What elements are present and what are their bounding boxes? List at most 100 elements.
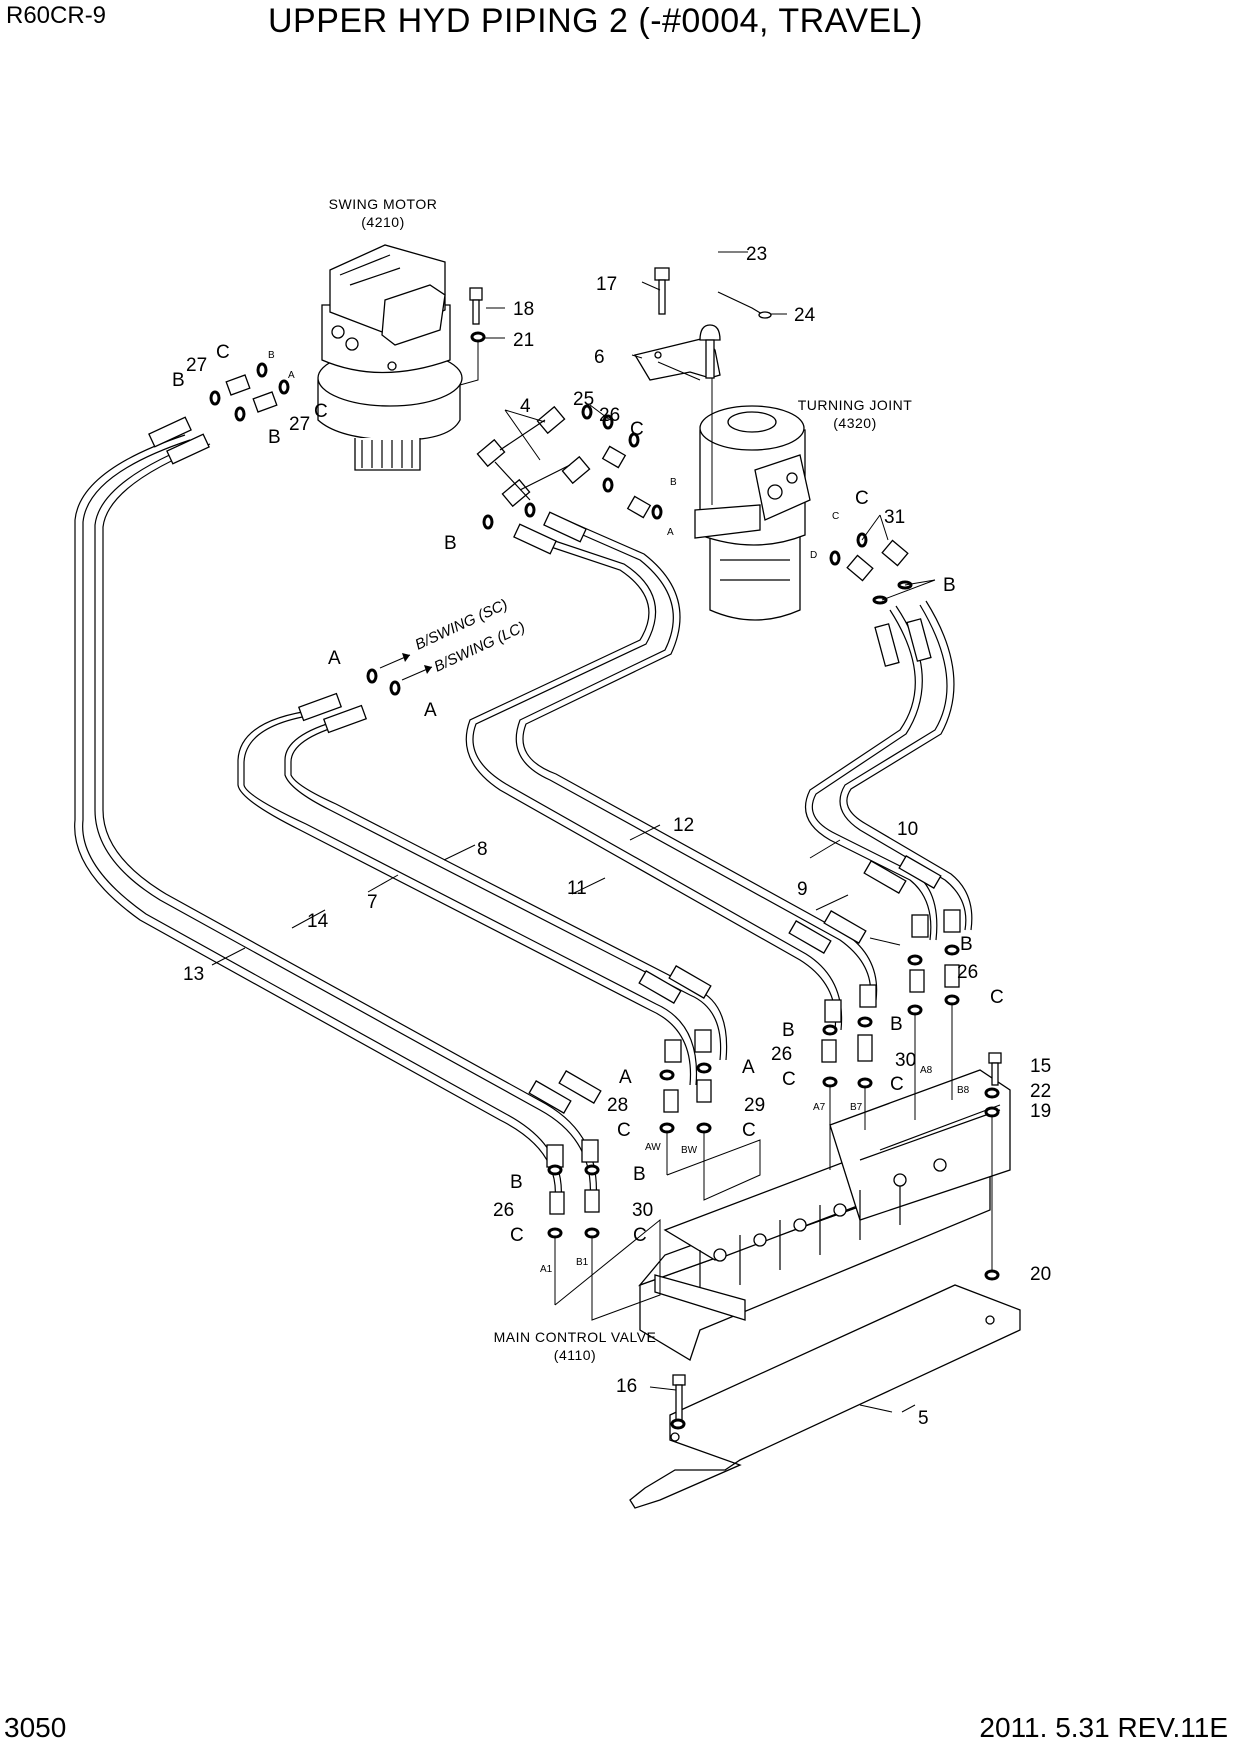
svg-text:B: B bbox=[444, 533, 457, 554]
callout-30-b: 30 bbox=[895, 1050, 916, 1071]
svg-text:B7: B7 bbox=[850, 1102, 863, 1113]
svg-text:B: B bbox=[960, 934, 973, 955]
callout-29: 29 bbox=[744, 1095, 765, 1116]
svg-text:A: A bbox=[328, 648, 341, 669]
callout-11: 11 bbox=[567, 878, 587, 899]
callout-18: 18 bbox=[513, 299, 534, 320]
page-title: UPPER HYD PIPING 2 (-#0004, TRAVEL) bbox=[268, 2, 923, 40]
swing-motor-code: (4210) bbox=[361, 214, 404, 230]
page-number: 3050 bbox=[4, 1712, 67, 1743]
turning-joint-label: TURNING JOINT bbox=[798, 397, 913, 413]
hose-sleeves bbox=[148, 416, 961, 1168]
svg-text:B: B bbox=[943, 575, 956, 596]
svg-text:B1: B1 bbox=[576, 1257, 589, 1268]
port-leads bbox=[459, 341, 993, 1321]
callout-26-top: 26 bbox=[599, 405, 620, 426]
hose-11-12[interactable] bbox=[465, 518, 878, 1031]
callout-8: 8 bbox=[477, 839, 488, 860]
svg-text:A: A bbox=[619, 1067, 632, 1088]
callout-23: 23 bbox=[746, 244, 767, 265]
svg-text:B8: B8 bbox=[957, 1085, 970, 1096]
svg-text:B: B bbox=[268, 350, 275, 361]
svg-text:A7: A7 bbox=[813, 1102, 826, 1113]
svg-text:BW: BW bbox=[681, 1145, 698, 1156]
svg-text:C: C bbox=[855, 488, 869, 509]
callout-22: 22 bbox=[1030, 1081, 1051, 1102]
svg-text:B: B bbox=[633, 1164, 646, 1185]
callout-19: 19 bbox=[1030, 1101, 1051, 1122]
svg-text:B: B bbox=[172, 370, 185, 391]
main-control-valve[interactable] bbox=[637, 1069, 1011, 1361]
turning-joint[interactable] bbox=[694, 405, 811, 621]
callout-10: 10 bbox=[897, 819, 918, 840]
svg-text:B: B bbox=[890, 1014, 903, 1035]
revision-date: 2011. 5.31 REV.11E bbox=[979, 1712, 1228, 1743]
callout-16: 16 bbox=[616, 1376, 637, 1397]
callout-4: 4 bbox=[520, 396, 531, 417]
callout-9: 9 bbox=[797, 879, 808, 900]
svg-text:C: C bbox=[890, 1074, 904, 1095]
callout-14: 14 bbox=[307, 911, 329, 932]
callout-21: 21 bbox=[513, 330, 534, 351]
mcv-code: (4110) bbox=[554, 1347, 596, 1363]
part-callouts: 4 5 6 7 8 9 10 11 12 13 14 15 16 17 18 1… bbox=[183, 244, 1051, 1429]
bolts bbox=[469, 267, 1002, 1421]
svg-text:A8: A8 bbox=[920, 1065, 933, 1076]
svg-text:C: C bbox=[510, 1225, 524, 1246]
callout-5: 5 bbox=[918, 1408, 929, 1429]
svg-text:B: B bbox=[670, 477, 677, 488]
svg-text:C: C bbox=[742, 1120, 756, 1141]
adapters bbox=[225, 374, 960, 1215]
callout-28: 28 bbox=[607, 1095, 628, 1116]
callout-25: 25 bbox=[573, 389, 594, 410]
svg-text:C: C bbox=[630, 419, 644, 440]
callout-13: 13 bbox=[183, 964, 204, 985]
svg-text:C: C bbox=[990, 987, 1004, 1008]
callout-6: 6 bbox=[594, 347, 605, 368]
svg-text:C: C bbox=[832, 511, 839, 522]
svg-text:A: A bbox=[288, 370, 295, 381]
callout-26-c: 26 bbox=[957, 962, 978, 983]
svg-text:C: C bbox=[617, 1120, 631, 1141]
bswing-arrows bbox=[379, 653, 433, 681]
svg-text:B: B bbox=[782, 1020, 795, 1041]
svg-text:B: B bbox=[268, 427, 281, 448]
svg-text:A1: A1 bbox=[540, 1264, 553, 1275]
callout-26-a: 26 bbox=[493, 1200, 514, 1221]
callout-24: 24 bbox=[794, 305, 816, 326]
svg-text:A: A bbox=[667, 527, 674, 538]
callout-7: 7 bbox=[367, 892, 378, 913]
svg-text:D: D bbox=[810, 550, 817, 561]
callout-27-a: 27 bbox=[186, 355, 207, 376]
mounting-plate[interactable] bbox=[629, 1284, 1021, 1509]
svg-text:C: C bbox=[633, 1225, 647, 1246]
callout-26-b: 26 bbox=[771, 1044, 792, 1065]
o-rings bbox=[209, 331, 1000, 1430]
svg-text:C: C bbox=[314, 401, 328, 422]
callout-15: 15 bbox=[1030, 1056, 1051, 1077]
callout-27-b: 27 bbox=[289, 414, 310, 435]
hose-7-8[interactable] bbox=[237, 709, 728, 1086]
hose-13-14[interactable] bbox=[74, 434, 598, 1201]
callout-31: 31 bbox=[884, 507, 905, 528]
svg-text:C: C bbox=[216, 342, 230, 363]
svg-text:A: A bbox=[742, 1057, 755, 1078]
swing-motor-label: SWING MOTOR bbox=[329, 196, 438, 212]
leader-lines bbox=[211, 251, 936, 1413]
callout-30-a: 30 bbox=[632, 1200, 653, 1221]
turning-joint-code: (4320) bbox=[833, 415, 876, 431]
svg-text:B: B bbox=[510, 1172, 523, 1193]
mcv-label: MAIN CONTROL VALVE bbox=[494, 1329, 657, 1345]
small-port-labels: B A B A C D AW BW A1 B1 A7 B7 A8 B8 bbox=[268, 350, 970, 1275]
callout-20: 20 bbox=[1030, 1264, 1051, 1285]
callout-12: 12 bbox=[673, 815, 694, 836]
port-tags: C B C B C B C B A A B C B B C C A A C C … bbox=[172, 342, 1004, 1246]
svg-text:A: A bbox=[424, 700, 437, 721]
swing-motor[interactable] bbox=[317, 244, 463, 471]
callout-17: 17 bbox=[596, 274, 617, 295]
hose-9-10[interactable] bbox=[804, 600, 973, 941]
svg-text:C: C bbox=[782, 1069, 796, 1090]
model-code: R60CR-9 bbox=[6, 2, 107, 29]
svg-text:AW: AW bbox=[645, 1142, 661, 1153]
